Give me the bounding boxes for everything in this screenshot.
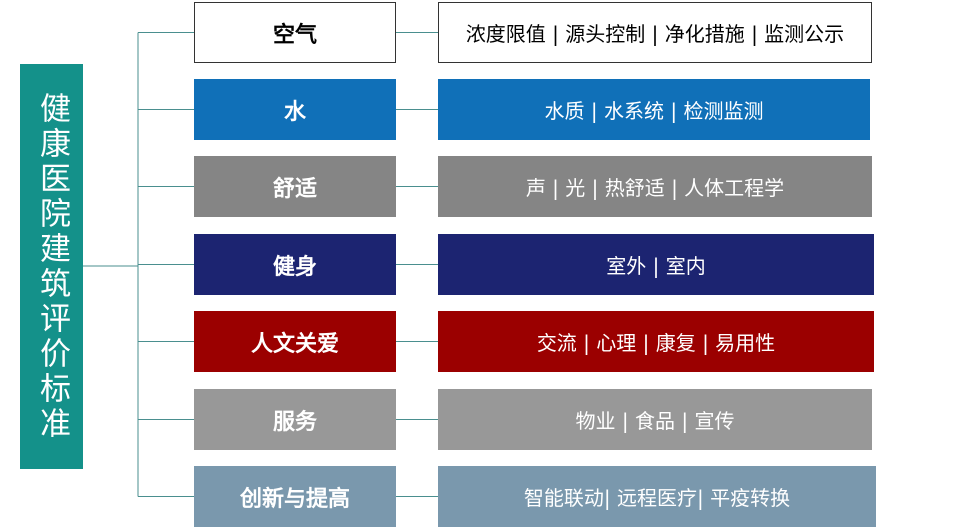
details-innovation-text: 智能联动| 远程医疗| 平疫转换	[523, 486, 791, 510]
details-innovation: 智能联动| 远程医疗| 平疫转换	[438, 466, 876, 527]
details-air-text: 浓度限值 | 源头控制 | 净化措施 | 监测公示	[465, 22, 845, 46]
details-fitness-text: 室外 | 室内	[606, 254, 706, 278]
details-comfort-text: 声 | 光 | 热舒适 | 人体工程学	[525, 176, 785, 200]
details-humanistic-care: 交流 | 心理 | 康复 | 易用性	[438, 311, 874, 372]
details-humanistic-care-text: 交流 | 心理 | 康复 | 易用性	[536, 331, 776, 355]
category-service: 服务	[194, 389, 396, 450]
category-comfort: 舒适	[194, 156, 396, 217]
details-comfort: 声 | 光 | 热舒适 | 人体工程学	[438, 156, 872, 217]
category-innovation: 创新与提高	[194, 466, 396, 527]
details-fitness: 室外 | 室内	[438, 234, 874, 295]
category-humanistic-care-label: 人文关爱	[250, 331, 339, 357]
category-humanistic-care: 人文关爱	[194, 311, 396, 372]
details-water: 水质 | 水系统 | 检测监测	[438, 79, 870, 140]
details-service-text: 物业 | 食品 | 宣传	[575, 409, 735, 433]
category-water-label: 水	[283, 99, 306, 125]
details-air: 浓度限值 | 源头控制 | 净化措施 | 监测公示	[438, 2, 872, 63]
category-air: 空气	[194, 2, 396, 63]
root-node: 健康医院建筑评价标准	[20, 64, 83, 469]
details-water-text: 水质 | 水系统 | 检测监测	[544, 99, 764, 123]
category-comfort-label: 舒适	[272, 176, 317, 202]
category-air-label: 空气	[272, 22, 317, 48]
category-service-label: 服务	[272, 409, 317, 435]
category-fitness-label: 健身	[272, 254, 317, 280]
category-innovation-label: 创新与提高	[239, 486, 350, 512]
details-service: 物业 | 食品 | 宣传	[438, 389, 872, 450]
category-fitness: 健身	[194, 234, 396, 295]
root-title: 健康医院建筑评价标准	[34, 91, 70, 442]
category-water: 水	[194, 79, 396, 140]
